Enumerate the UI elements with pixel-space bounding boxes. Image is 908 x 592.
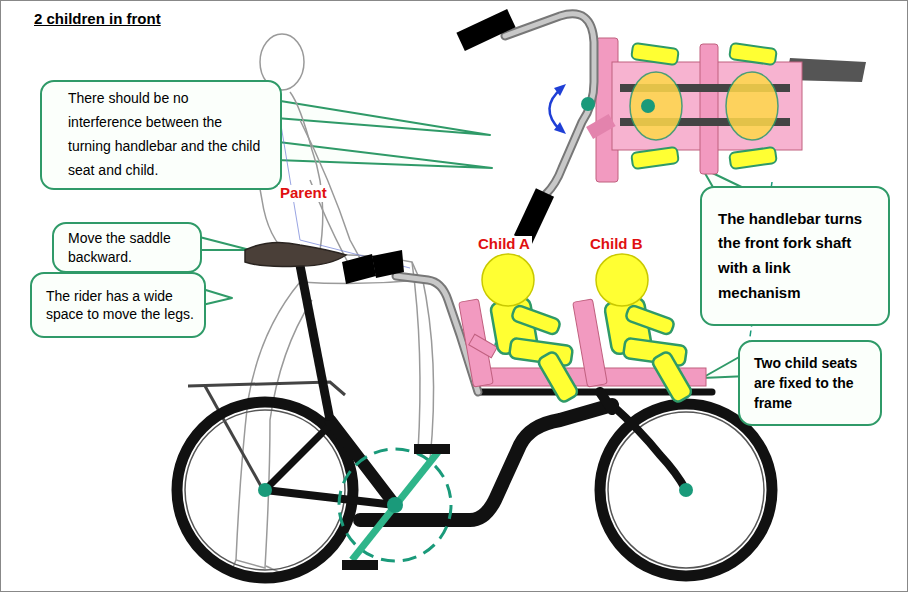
figure-label: Child A bbox=[476, 236, 532, 253]
callout-text: Move the saddle backward. bbox=[68, 229, 190, 265]
diagram-title: 2 children in front bbox=[34, 10, 161, 27]
callout-box: Two child seats are fixed to the frame bbox=[738, 340, 882, 426]
figure-label: Child B bbox=[588, 236, 645, 253]
callout-box: There should be no interference between … bbox=[40, 80, 282, 190]
figure-label: Parent bbox=[278, 185, 329, 202]
callout-box: The handlebar turns the front fork shaft… bbox=[700, 186, 890, 326]
callout-text: The rider has a wide space to move the l… bbox=[46, 287, 194, 323]
callout-text: Two child seats are fixed to the frame bbox=[754, 353, 872, 414]
callout-box: Move the saddle backward. bbox=[52, 222, 202, 273]
callout-box: The rider has a wide space to move the l… bbox=[30, 272, 206, 338]
callout-text: The handlebar turns the front fork shaft… bbox=[718, 207, 876, 306]
callout-text: There should be no interference between … bbox=[68, 87, 266, 182]
